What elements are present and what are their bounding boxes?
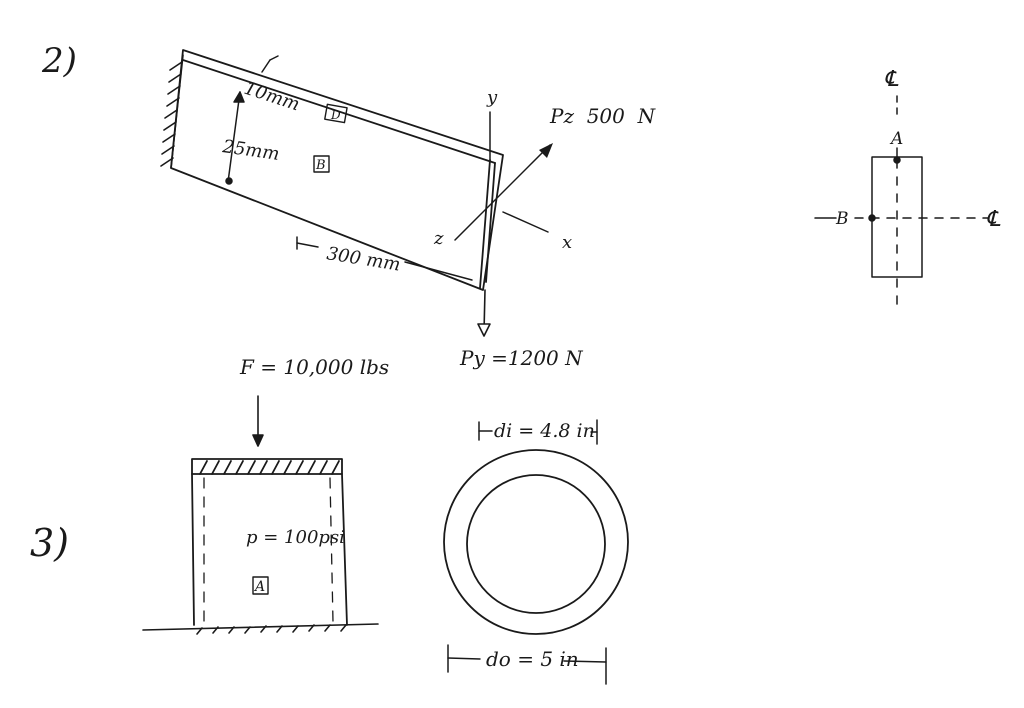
point-d-box [324, 103, 348, 124]
outer-diameter-dimension [447, 644, 607, 685]
problem-2-number: 2) [41, 41, 77, 81]
point-b-box [313, 155, 330, 173]
cylinder-side-view [191, 458, 348, 626]
section-point-b: B [835, 209, 849, 229]
width-label: 10mm [241, 78, 302, 116]
force-arrow [252, 395, 264, 447]
centerline-right-symbol: ℄ [986, 207, 1001, 232]
pz-load-label: Pz 500 N [549, 104, 657, 128]
problem-2: 2) 10mm [41, 41, 1001, 370]
py-load-label: Py =1200 N [459, 346, 584, 370]
cross-section: ℄ [814, 67, 989, 311]
inner-diameter-dimension [478, 419, 598, 445]
point-d-label: D [330, 108, 341, 122]
ring-cross-section [443, 449, 629, 635]
point-a-box [252, 576, 269, 595]
height-label: 25mm [220, 136, 280, 165]
axis-z-label: z [433, 228, 444, 249]
pressure-label: p = 100psi [246, 527, 345, 548]
problem-3-number: 3) [30, 521, 69, 565]
cantilever-beam [170, 49, 504, 291]
axis-x-label: x [562, 232, 572, 253]
point-b-label: B [315, 158, 326, 173]
py-arrow [477, 289, 491, 337]
inner-diameter-label: di = 4.8 in [494, 420, 595, 442]
force-label: F = 10,000 lbs [239, 355, 389, 379]
length-label: 300 mm [325, 243, 402, 275]
length-dimension [296, 236, 473, 281]
axis-y-label: y [486, 87, 498, 108]
outer-diameter-label: do = 5 in [486, 647, 579, 671]
problem-3: 3) F = 10,000 lbs [30, 355, 629, 685]
width-dimension [261, 55, 279, 73]
ground [142, 623, 379, 635]
section-point-a: A [889, 129, 903, 149]
pz-arrow [539, 143, 553, 158]
centerline-top-symbol: ℄ [884, 67, 899, 92]
point-a-label: A [253, 579, 265, 595]
axis-system [454, 111, 551, 241]
height-dimension [225, 91, 245, 185]
